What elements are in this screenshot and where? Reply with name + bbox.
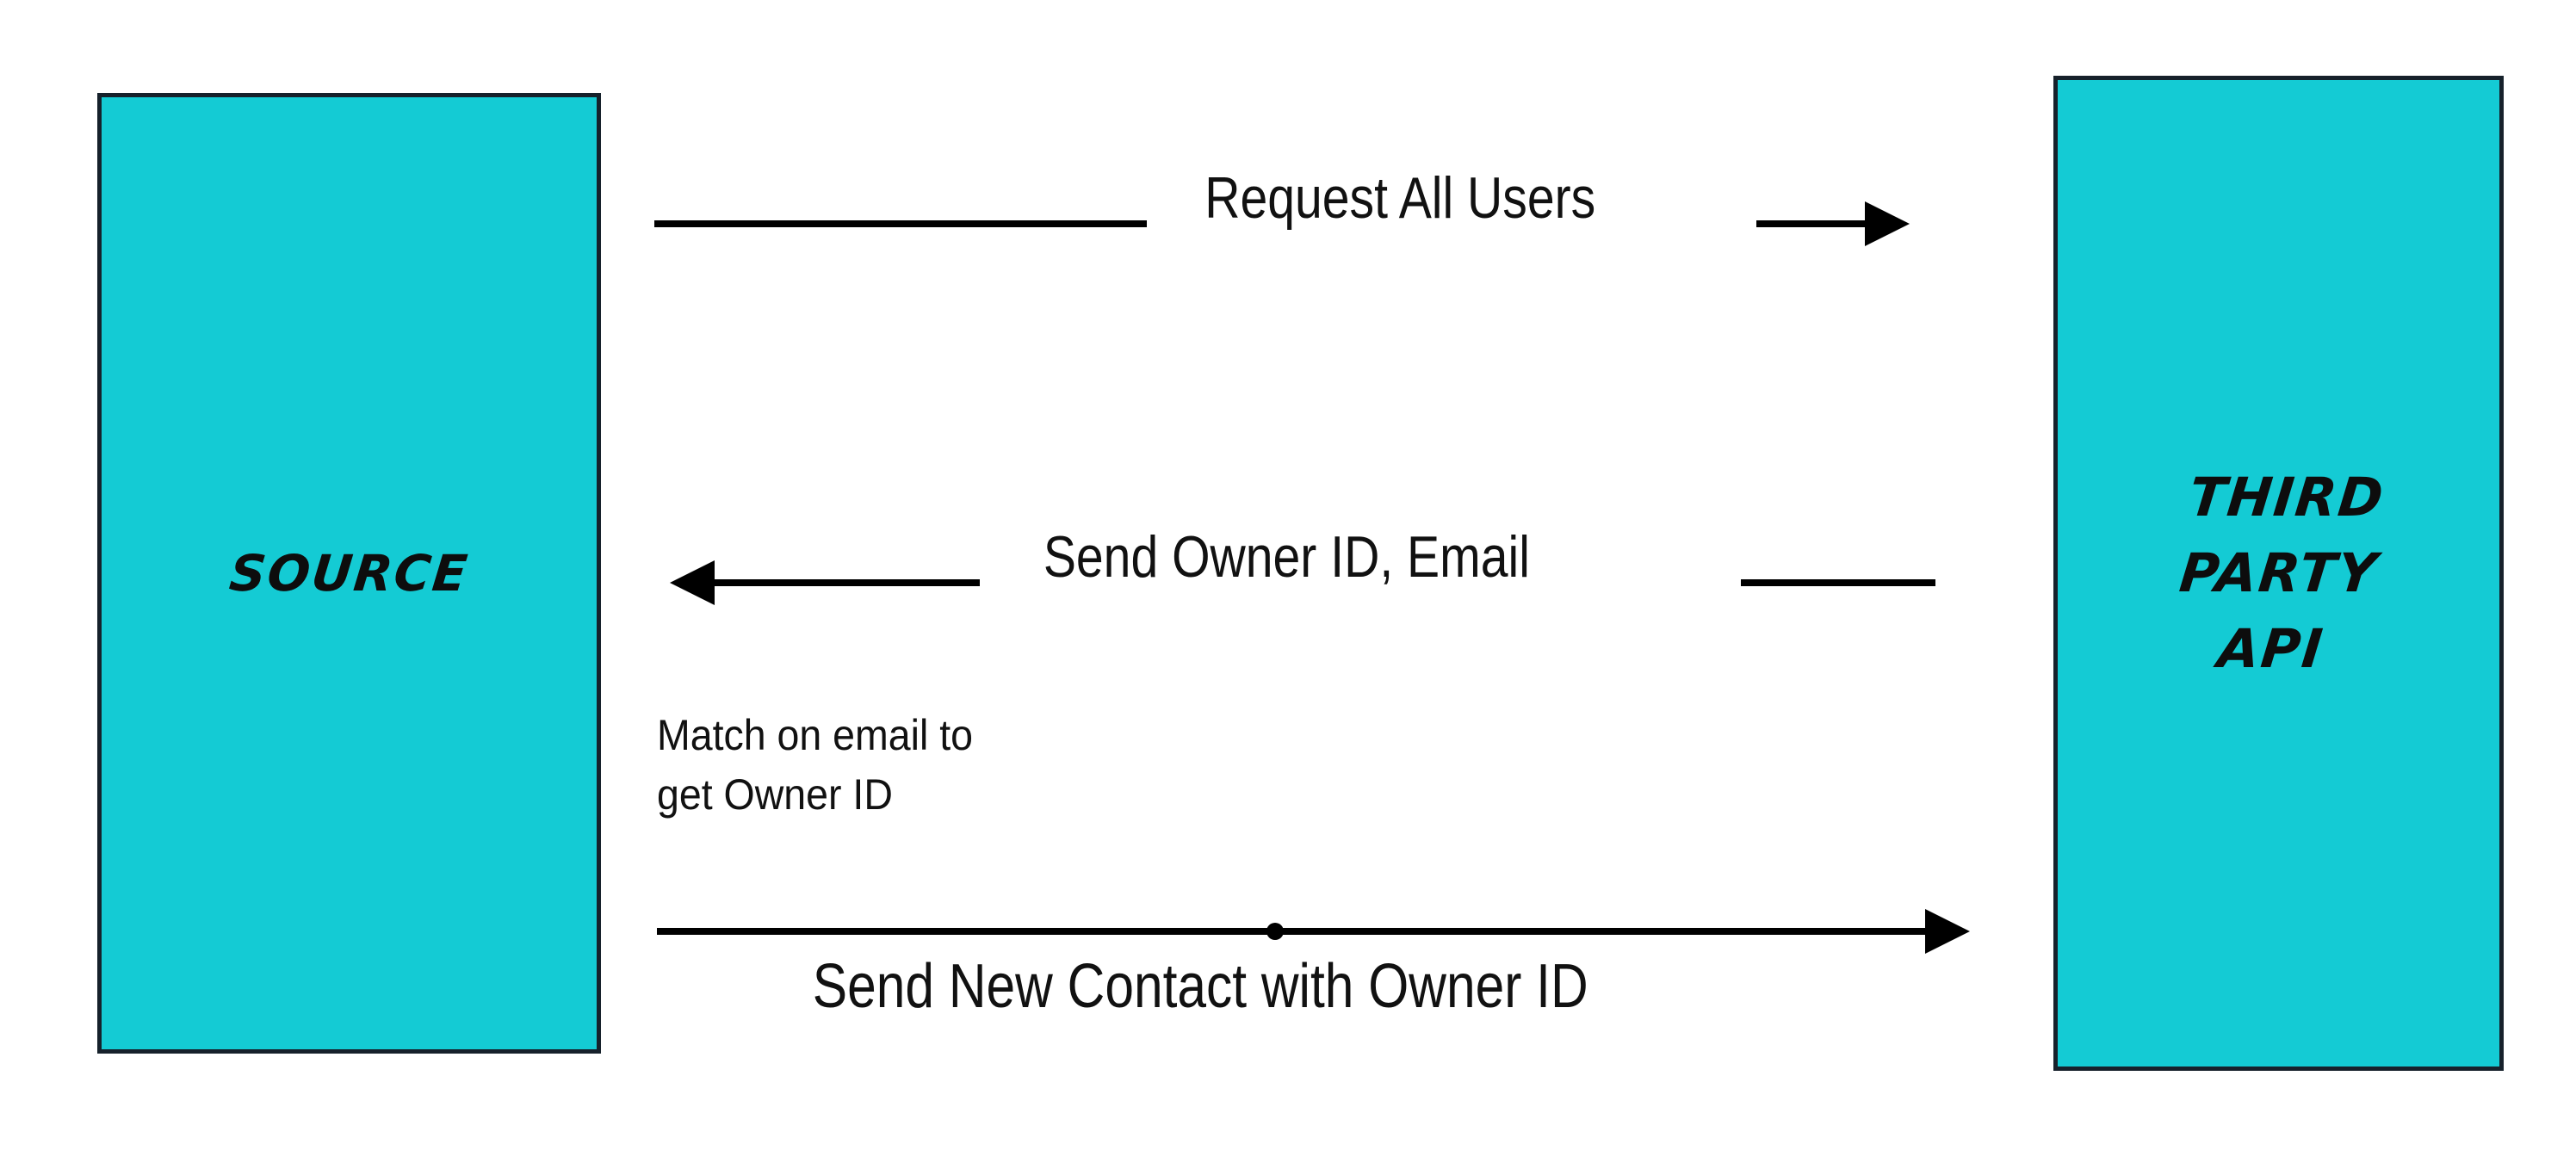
edge-send-new-contact-line (657, 928, 1927, 935)
arrow-left-icon (670, 560, 715, 605)
edge-midpoint-dot-icon (1266, 923, 1284, 940)
note-match-on-email: Match on email to get Owner ID (657, 711, 974, 819)
edge-send-owner-id-email-line-left (713, 579, 980, 586)
edge-request-all-users-line-left (654, 220, 1147, 227)
edge-request-all-users-line-right (1756, 220, 1870, 227)
edge-send-owner-id-email-label: Send Owner ID, Email (1043, 524, 1530, 590)
node-third-party-api[interactable]: Third Party API (2053, 76, 2504, 1071)
node-third-party-api-label: Third Party API (2176, 465, 2387, 681)
arrow-right-icon (1865, 201, 1910, 246)
edge-request-all-users-label: Request All Users (1204, 165, 1596, 231)
edge-send-owner-id-email-line-right (1741, 579, 1935, 586)
node-source[interactable]: Source (97, 93, 601, 1054)
arrow-right-icon (1925, 909, 1970, 954)
edge-send-new-contact-label: Send New Contact with Owner ID (812, 952, 1588, 1021)
node-source-label: Source (226, 543, 472, 603)
